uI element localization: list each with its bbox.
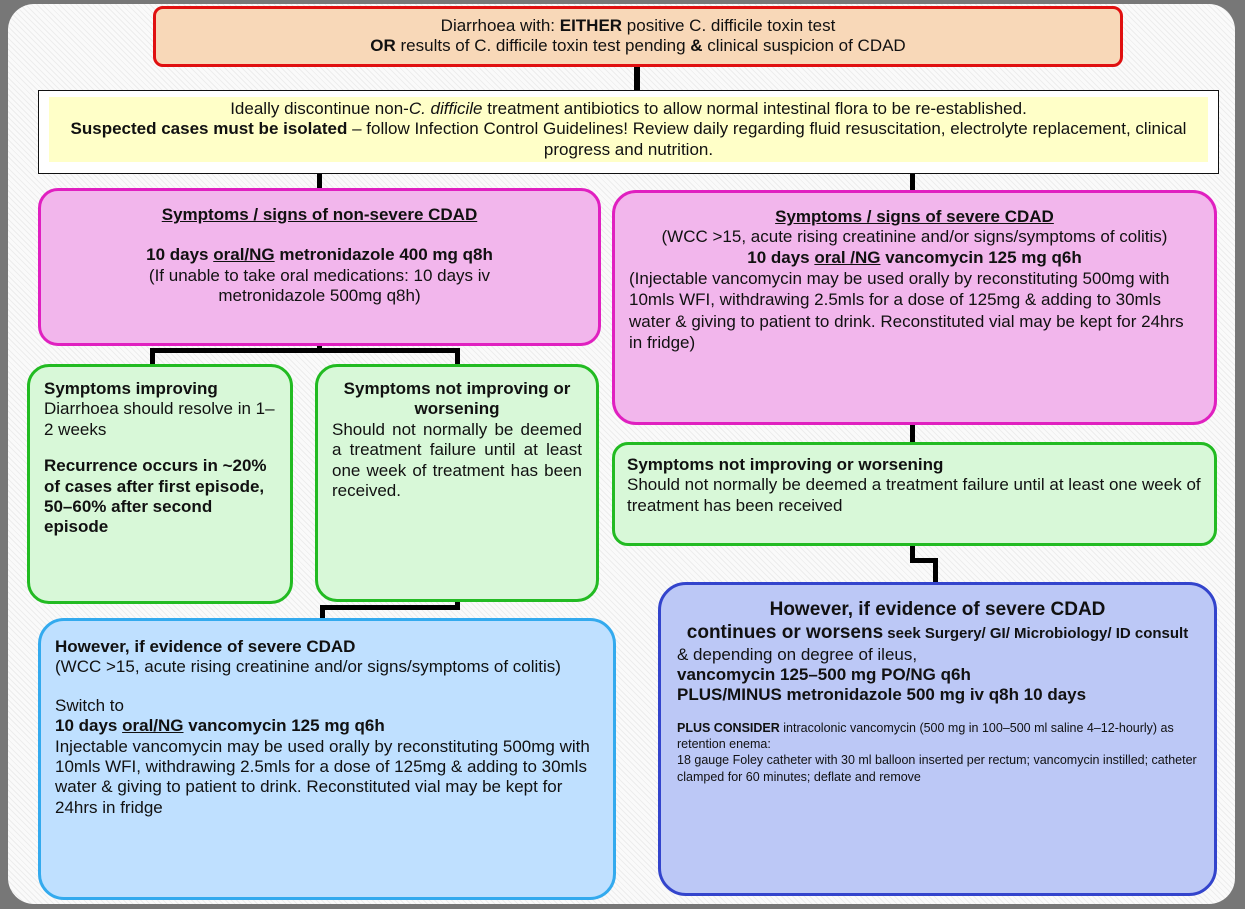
non-severe-dose: 10 days oral/NG metronidazole 400 mg q8h	[146, 245, 493, 265]
severe-note: (Injectable vancomycin may be used orall…	[629, 269, 1184, 352]
diagnosis-line-2: OR results of C. difficile toxin test pe…	[370, 36, 906, 56]
escalation-title: However, if evidence of severe CDAD	[55, 637, 356, 656]
consult-catheter: 18 gauge Foley catheter with 30 ml ballo…	[677, 753, 1197, 784]
consult-heading-2: continues or worsens seek Surgery/ GI/ M…	[686, 621, 1189, 643]
not-improving-text: Should not normally be deemed a treatmen…	[332, 419, 582, 500]
severe-dose: 10 days oral /NG vancomycin 125 mg q6h	[747, 247, 1082, 267]
improving-title: Symptoms improving	[44, 379, 218, 398]
connector-severe-down	[910, 425, 915, 442]
escalation-dose: 10 days oral/NG vancomycin 125 mg q6h	[55, 716, 385, 736]
general-guidance-box: Ideally discontinue non-C. difficile tre…	[38, 90, 1219, 174]
connector-notice-right	[910, 174, 915, 190]
connector-split-right	[455, 348, 460, 364]
consult-consider: PLUS CONSIDER intracolonic vancomycin (5…	[677, 720, 1174, 752]
severe-cdad-box: Symptoms / signs of severe CDAD (WCC >15…	[612, 190, 1217, 425]
consult-severe-box: However, if evidence of severe CDAD cont…	[658, 582, 1217, 896]
severe-not-improving-title: Symptoms not improving or worsening	[627, 455, 944, 474]
connector-notimproving-bar	[320, 605, 460, 610]
connector-split-left	[150, 348, 155, 364]
severe-not-improving-text: Should not normally be deemed a treatmen…	[627, 475, 1201, 515]
consult-heading-1: However, if evidence of severe CDAD	[769, 599, 1106, 620]
symptoms-improving-box: Symptoms improving Diarrhoea should reso…	[27, 364, 293, 604]
connector-top	[634, 67, 640, 90]
connector-split-bar	[150, 348, 460, 353]
consult-dose-2: PLUS/MINUS metronidazole 500 mg iv q8h 1…	[677, 685, 1087, 705]
escalation-note: Injectable vancomycin may be used orally…	[55, 736, 590, 817]
not-improving-title: Symptoms not improving or worsening	[343, 379, 571, 419]
connector-right-stem	[910, 546, 915, 562]
guidance-line-1: Ideally discontinue non-C. difficile tre…	[230, 99, 1027, 118]
diagnosis-box: Diarrhoea with: EITHER positive C. diffi…	[153, 6, 1123, 67]
general-guidance-text: Ideally discontinue non-C. difficile tre…	[49, 97, 1208, 163]
connector-right-drop	[933, 558, 938, 582]
recurrence-text: Recurrence occurs in ~20% of cases after…	[44, 456, 267, 537]
severe-not-improving-box: Symptoms not improving or worsening Shou…	[612, 442, 1217, 546]
diagnosis-line-1: Diarrhoea with: EITHER positive C. diffi…	[440, 16, 836, 35]
severe-title: Symptoms / signs of severe CDAD	[775, 207, 1054, 226]
guidance-line-2: Suspected cases must be isolated – follo…	[70, 119, 1187, 159]
severe-criteria: (WCC >15, acute rising creatinine and/or…	[661, 227, 1168, 247]
symptoms-not-improving-box: Symptoms not improving or worsening Shou…	[315, 364, 599, 602]
consult-ileus: & depending on degree of ileus,	[677, 644, 918, 664]
non-severe-title: Symptoms / signs of non-severe CDAD	[161, 205, 478, 224]
connector-right-elbow	[910, 558, 938, 563]
escalation-criteria: (WCC >15, acute rising creatinine and/or…	[55, 657, 561, 677]
consult-dose-1: vancomycin 125–500 mg PO/NG q6h	[677, 664, 971, 684]
connector-notice-left	[317, 174, 322, 188]
improving-text: Diarrhoea should resolve in 1–2 weeks	[44, 399, 275, 439]
flowchart-canvas: Diarrhoea with: EITHER positive C. diffi…	[8, 4, 1235, 904]
non-severe-cdad-box: Symptoms / signs of non-severe CDAD 10 d…	[38, 188, 601, 346]
connector-notimproving-drop	[320, 605, 325, 618]
non-severe-note: (If unable to take oral medications: 10 …	[148, 265, 491, 306]
escalation-severe-box: However, if evidence of severe CDAD (WCC…	[38, 618, 616, 900]
escalation-switch: Switch to	[55, 695, 124, 715]
